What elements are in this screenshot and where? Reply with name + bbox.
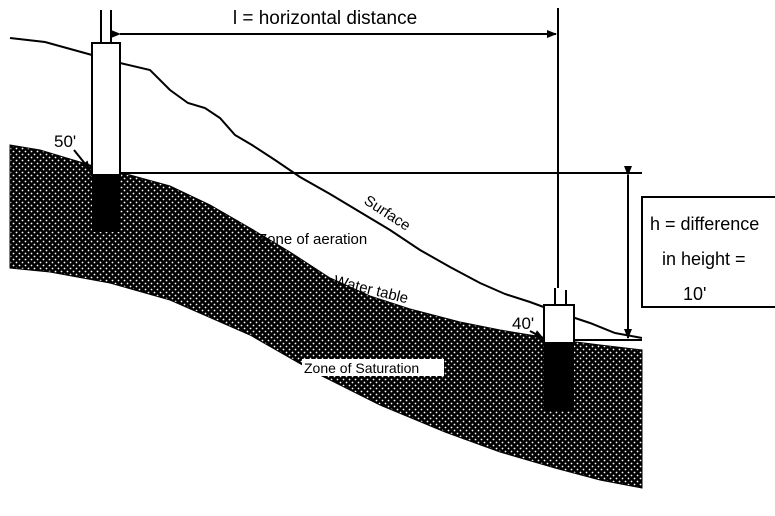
left-well-depth-label: 50'	[54, 132, 76, 151]
zone-of-saturation-label-bg	[302, 359, 444, 376]
ground-surface-line	[9, 37, 643, 339]
saturated-zone	[9, 144, 643, 489]
zone-of-aeration-label: Zone of aeration	[258, 231, 367, 248]
height-difference-line-1: h = difference	[650, 214, 759, 234]
height-difference-line-2: in height =	[662, 249, 746, 269]
height-difference-box	[641, 196, 775, 308]
left-well-casing	[91, 42, 121, 176]
left-well-water-column	[92, 175, 120, 232]
height-difference-line-3: 10'	[683, 284, 706, 304]
horizontal-distance-label: l = horizontal distance	[233, 8, 417, 29]
right-well-casing	[543, 304, 575, 344]
left-depth-pointer	[73, 149, 91, 171]
right-well-water-column	[544, 343, 574, 411]
zone-of-saturation-label: Zone of Saturation	[304, 360, 419, 376]
right-well-depth-label: 40'	[512, 314, 534, 333]
right-depth-pointer	[529, 330, 544, 339]
